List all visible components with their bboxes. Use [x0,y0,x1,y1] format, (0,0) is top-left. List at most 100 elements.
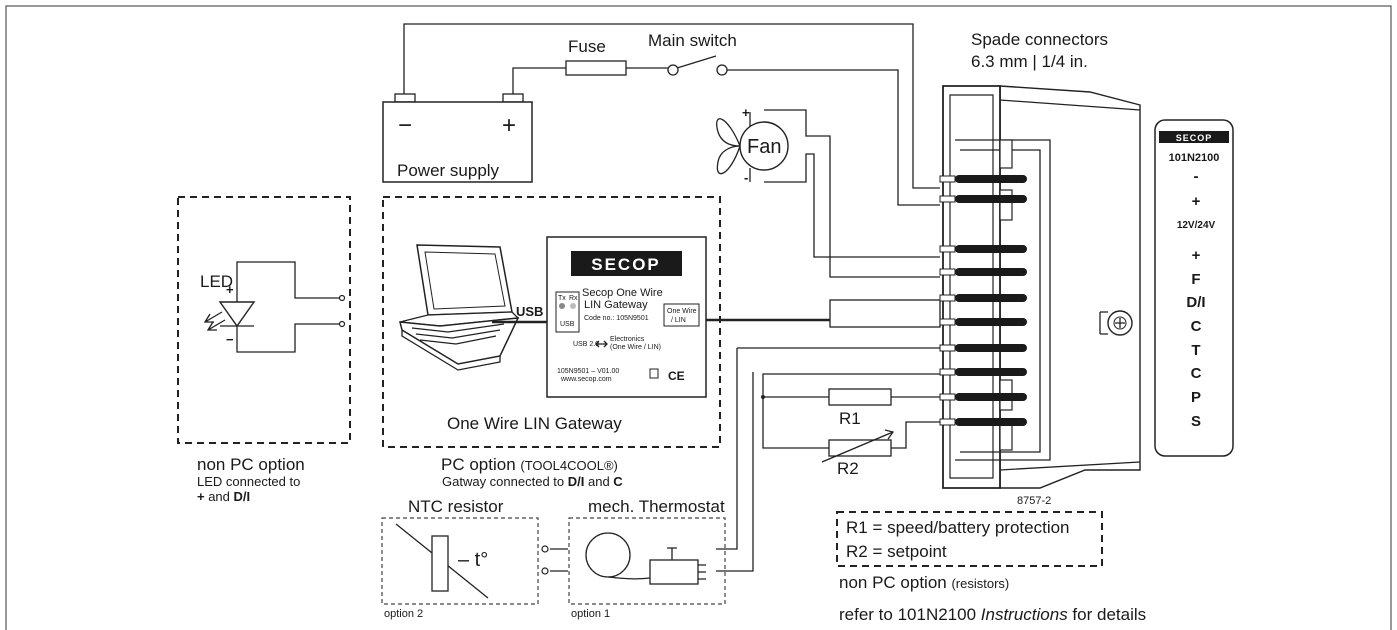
gateway-connection-caption: Gatway connected to D/I and C [442,474,623,489]
led-caption-title: non PC option [197,455,305,474]
spade-pin [955,344,1027,352]
spade-pin [955,175,1027,183]
spade-pin-base [939,294,956,302]
led-section: LED + − non PC option LED connected to +… [177,196,351,504]
terminal-label: + [1192,247,1201,264]
label-brand: SECOP [1176,133,1213,143]
terminal-label: - [1194,168,1199,185]
switch-contact-right [716,64,728,76]
resistor-caption: non PC option (resistors) [839,573,1009,592]
r1-resistor [828,388,892,406]
terminal-label: F [1191,271,1200,288]
terminal-label: 12V/24V [1177,220,1216,231]
gateway-code: Code no.: 105N9501 [584,315,649,322]
legend-r1: R1 = speed/battery protection [846,518,1070,537]
led-plus-label: + [226,282,234,297]
legend-dashed-box [836,511,1103,567]
spade-pin-base [939,195,956,203]
battery-plus-label: + [502,112,516,139]
refer-instructions: refer to 101N2100 Instructions for detai… [839,605,1146,624]
fan-section: Fan + - [716,105,940,278]
r2-adjust-arrow [821,429,895,463]
fan-minus-label: - [744,170,748,185]
laptop-icon [399,244,520,371]
led-dashed-box [177,196,351,444]
ntc-terminal-bottom [541,567,549,575]
spade-pin-base [939,175,956,183]
spade-pin [955,418,1027,426]
fan-label: Fan [747,136,781,158]
ntc-option-label: option 2 [384,608,423,620]
gateway-rx-label: Rx [569,295,578,302]
terminal-label: T [1191,342,1200,359]
fuse-symbol [565,60,627,76]
main-switch-label: Main switch [648,31,737,50]
gateway-name-line1: Secop One Wire [582,287,663,299]
gateway-tx-label: Tx [558,295,566,302]
gateway-port-usb [555,291,580,333]
sensor-section: NTC resistor – t° option 2 mech. Thermos… [381,347,940,620]
gateway-usb-port-label: USB [560,321,575,328]
gateway-brand-bar [571,251,682,276]
thermostat-dashed-box [568,517,726,605]
spade-pin [955,294,1027,302]
spade-pin-base [939,268,956,276]
ntc-dashed-box [381,517,539,605]
r1-label: R1 [839,409,861,428]
terminal-label: S [1191,413,1201,430]
rx-led-icon [570,303,576,309]
resistor-section: R1 R2 [761,373,940,478]
gateway-version: 105N9501 – V01.00 [557,368,619,375]
led-diode-icon [218,301,256,328]
label-panel-outline [1154,119,1234,457]
spade-size-label: 6.3 mm | 1/4 in. [971,52,1088,71]
fan-plus-label: + [742,105,750,120]
gateway-lin-port-label-1: One Wire [667,308,697,315]
pc-option-caption: PC option (TOOL4COOL®) [441,455,618,474]
power-section: Fuse Main switch − + Power supply [382,23,940,206]
terminal-label: C [1191,365,1202,382]
spade-pin-base [939,418,956,426]
thermostat-option-label: option 1 [571,608,610,620]
led-caption-line2: LED connected to [197,474,300,489]
ntc-title: NTC resistor [408,497,504,516]
arrow-icon [595,340,608,348]
label-brand-bar [1159,131,1229,143]
battery-terminal-minus [394,93,416,103]
r2-label: R2 [837,459,859,478]
gateway-website: www.secop.com [560,376,612,383]
switch-contact-left [667,64,679,76]
thermostat-title: mech. Thermostat [588,497,725,516]
gateway-usb20-label: USB 2.0 [573,341,599,348]
battery-terminal-plus [502,93,524,103]
gateway-section: USB SECOP Secop One Wire LIN Gateway Cod… [382,196,941,489]
terminal-label: P [1191,389,1201,406]
spade-connectors-label: Spade connectors [971,30,1108,49]
led-terminal-bottom [338,320,346,328]
fan-blade-icon [716,118,741,175]
drawing-number: 8757-2 [1017,495,1051,507]
lin-plug [829,299,941,328]
spade-pin-base [939,318,956,326]
ce-mark: CE [668,369,685,383]
gateway-title: One Wire LIN Gateway [447,414,622,433]
electronic-unit [942,85,1141,489]
weee-icon [649,368,659,379]
gateway-name-line2: LIN Gateway [584,299,648,311]
gateway-electronics-label-2: (One Wire / LIN) [610,344,661,351]
tx-led-icon [559,303,565,309]
ntc-terminal-top [541,545,549,553]
usb-cable-label: USB [516,304,543,319]
gateway-lin-port-label-2: / LIN [671,317,686,324]
gateway-dashed-box [382,196,721,448]
spade-pin-base [939,393,956,401]
diagram-border [5,5,1392,630]
r2-resistor [828,439,892,457]
terminal-label: C [1191,318,1202,335]
led-label: LED [200,272,233,291]
spade-pin [955,195,1027,203]
led-minus-label: − [226,332,234,347]
gateway-port-lin [663,303,700,327]
gateway-brand: SECOP [591,255,661,274]
